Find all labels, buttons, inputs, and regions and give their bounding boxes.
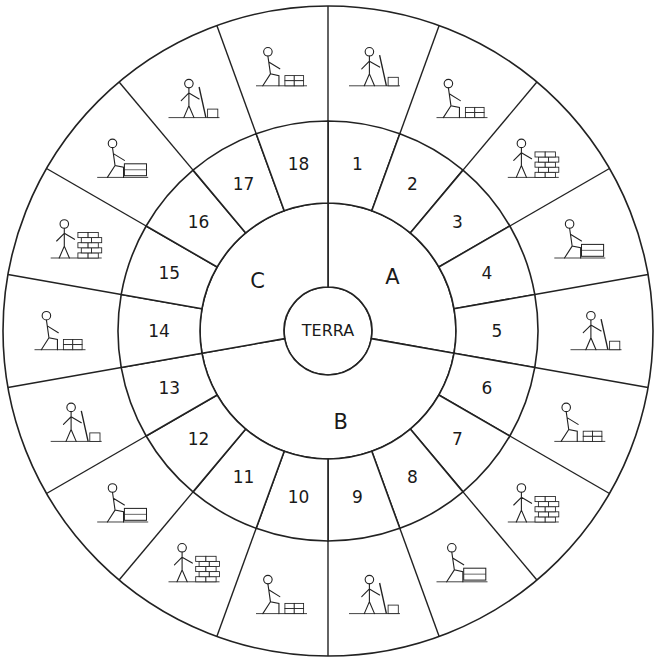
worker-illustration: [97, 139, 148, 177]
callout-number: 16: [188, 214, 210, 231]
worker-illustration: [169, 79, 220, 117]
worker-illustration: [349, 48, 400, 86]
worker-illustration: [349, 575, 400, 613]
callout-number: 4: [481, 265, 492, 282]
ring-divider: [327, 541, 328, 656]
ring-divider: [119, 82, 193, 170]
worker-illustration: [35, 311, 86, 349]
callout-number: 13: [158, 380, 180, 397]
worker-illustration: [571, 311, 622, 349]
callout-number: 7: [452, 431, 463, 448]
callout-number: 11: [233, 469, 255, 486]
callout-number: 9: [352, 489, 363, 506]
ring-divider: [463, 82, 537, 170]
ring-divider: [535, 275, 648, 295]
worker-illustration: [508, 139, 559, 177]
ring-divider: [47, 436, 147, 494]
sector-letter: C: [250, 271, 265, 292]
ring-divider: [400, 528, 439, 636]
worker-illustration: [256, 575, 307, 613]
callout-number: 2: [407, 176, 418, 193]
ring-divider: [535, 367, 648, 387]
callout-number: 6: [481, 380, 492, 397]
worker-illustration: [97, 484, 148, 522]
callout-number: 10: [288, 489, 310, 506]
ring-divider: [217, 528, 256, 636]
worker-illustration: [51, 220, 102, 258]
ring-divider: [327, 6, 328, 121]
callout-number: 12: [188, 431, 210, 448]
callout-number: 14: [148, 323, 170, 340]
ring-divider: [217, 26, 256, 134]
ring-divider: [463, 492, 537, 580]
ring-divider: [510, 436, 610, 494]
callout-number: 17: [233, 176, 255, 193]
number-cell: 9: [326, 449, 402, 543]
sector-letter: A: [385, 267, 399, 288]
number-cell-outline: [326, 449, 402, 543]
worker-illustration: [169, 544, 220, 582]
callout-number: 3: [452, 214, 463, 231]
callout-number: 8: [407, 469, 418, 486]
callout-number: 5: [492, 323, 503, 340]
worker-illustration: [51, 403, 102, 441]
worker-illustration: [508, 484, 559, 522]
worker-illustration: [437, 79, 488, 117]
center-label: TERRA: [302, 323, 354, 339]
worker-illustration: [554, 220, 605, 258]
ring-divider: [8, 367, 121, 387]
ring-divider: [8, 275, 121, 295]
outer-ring: [3, 6, 653, 656]
worker-illustration: [256, 48, 307, 86]
ring-divider: [400, 26, 439, 134]
worker-illustration: [437, 544, 488, 582]
callout-number: 1: [352, 156, 363, 173]
sector-letter: B: [334, 412, 348, 433]
callout-number: 18: [288, 156, 310, 173]
number-cell: 18: [254, 119, 330, 213]
worker-illustration: [554, 403, 605, 441]
callout-number: 15: [158, 265, 180, 282]
